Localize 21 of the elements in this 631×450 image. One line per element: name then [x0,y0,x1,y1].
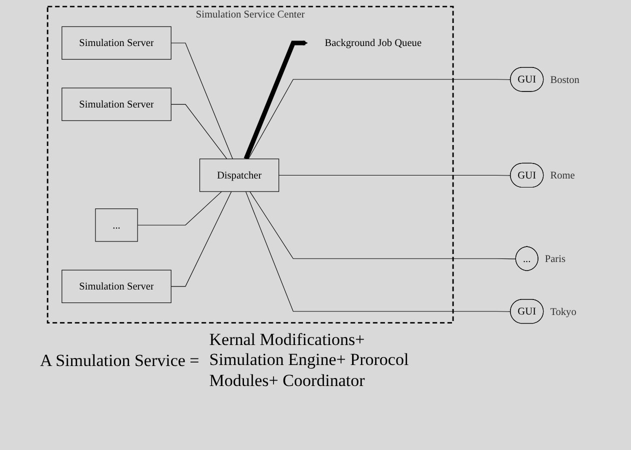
city-label: Tokyo [550,306,576,318]
arrow [244,40,308,160]
connector [137,191,222,226]
city-label: Paris [544,254,566,266]
connector [278,174,511,176]
connector [249,191,516,260]
connector [245,191,511,312]
node-box: Simulation Server [61,270,172,304]
city-label: Rome [550,170,575,182]
connector [170,104,227,160]
node-text: Background Job Queue [324,36,422,48]
node-box: Simulation Server [61,26,172,60]
component-list: Kernal Modifications+ Simulation Engine+ Prorocol Modules+ Coordinator [209,330,440,392]
connector [248,79,511,160]
connector [170,191,232,287]
node-box: ... [94,208,138,242]
node-box: Simulation Server [61,88,172,121]
equation-text: A Simulation Service = [40,350,200,371]
city-label: Boston [550,74,580,86]
node-box: Dispatcher [199,158,279,192]
connector [170,42,233,160]
